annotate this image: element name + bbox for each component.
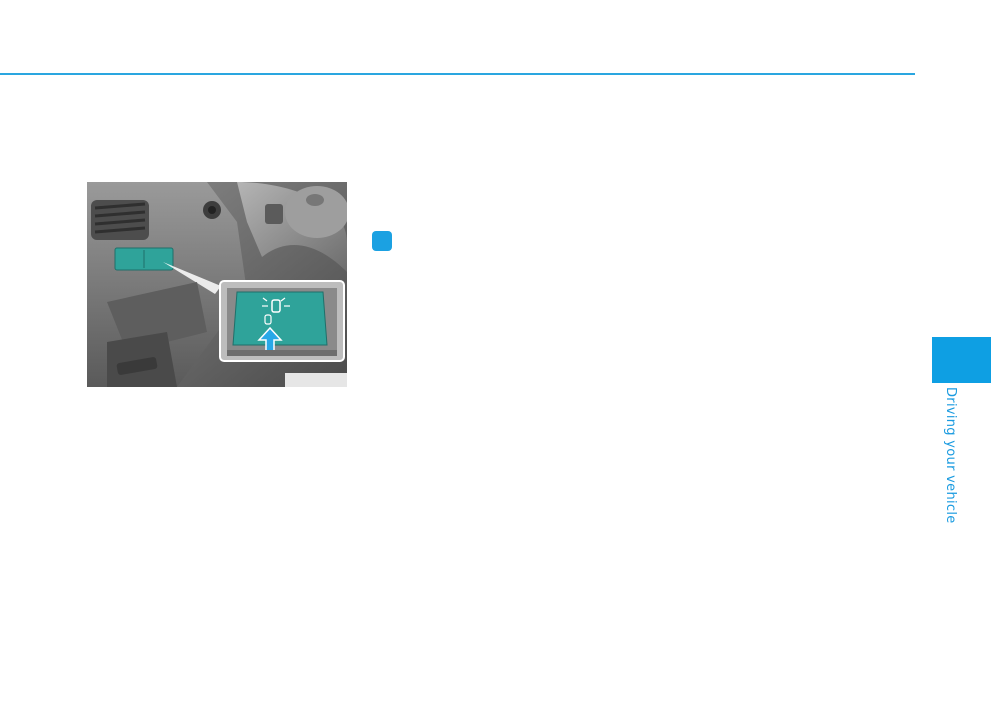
section-bullet-marker — [372, 231, 392, 251]
dashboard-illustration — [87, 182, 347, 387]
chapter-tab — [932, 337, 991, 383]
air-vent — [91, 200, 149, 240]
chapter-side-title: Driving your vehicle — [943, 387, 958, 524]
parking-assist-switch-icon — [262, 297, 290, 325]
header-rule — [0, 73, 915, 75]
switch-zoom-view — [219, 280, 345, 362]
